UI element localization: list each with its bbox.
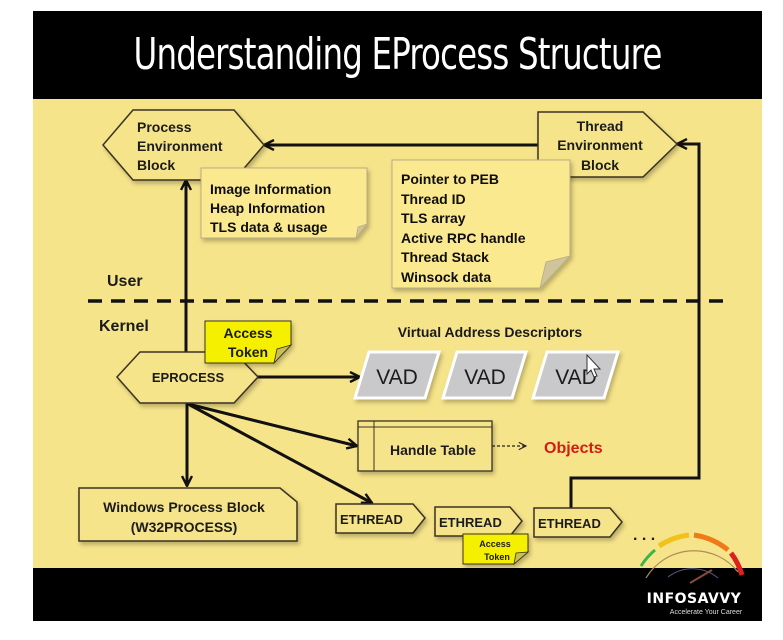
peb-label-line-3: Block [137, 157, 175, 173]
w32process-node: Windows Process Block (W32PROCESS) [78, 487, 298, 542]
title-bar: Understanding EProcess Structure [33, 11, 762, 99]
ethread-ellipsis: . . . [633, 527, 655, 544]
peb-note-line-1: Image Information [210, 181, 331, 197]
eprocess-access-token: Access Token [204, 320, 293, 365]
logo-tagline: Accelerate Your Career [670, 609, 743, 616]
ethread-access-token-line-2: Token [484, 552, 510, 562]
peb-label-line-2: Environment [137, 138, 223, 154]
objects-label: Objects [544, 440, 603, 457]
slide-title: Understanding EProcess Structure [133, 29, 663, 80]
logo-gauge-yellow [657, 532, 690, 549]
teb-label-line-3: Block [581, 157, 619, 173]
ethread-item: ETHREAD [335, 503, 426, 534]
teb-note-line-3: TLS array [401, 210, 466, 226]
teb-label-line-2: Environment [557, 137, 643, 153]
peb-note-line-3: TLS data & usage [210, 219, 328, 235]
teb-note-line-4: Active RPC handle [401, 230, 526, 246]
eprocess-node: EPROCESS [115, 351, 260, 404]
eprocess-access-token-line-2: Token [228, 344, 268, 360]
vad-item: VAD [530, 350, 621, 400]
teb-label-line-1: Thread [577, 118, 624, 134]
ethread-access-token-line-1: Access [479, 539, 511, 549]
peb-note-line-2: Heap Information [210, 200, 325, 216]
infosavvy-logo: INFOSAVVY Accelerate Your Career [639, 532, 745, 616]
w32process-label-line-2: (W32PROCESS) [131, 519, 238, 535]
logo-gauge-green [639, 548, 656, 567]
eprocess-to-ethread-arrow [189, 403, 372, 505]
connectors [88, 144, 725, 508]
handle-table-label: Handle Table [390, 442, 476, 458]
teb-note-line-5: Thread Stack [401, 249, 489, 265]
eprocess-label: EPROCESS [152, 370, 225, 385]
vad-list: VAD VAD VAD [352, 350, 621, 400]
vad-heading: Virtual Address Descriptors [398, 324, 583, 340]
ethread-label: ETHREAD [439, 515, 502, 530]
eprocess-access-token-line-1: Access [223, 325, 272, 341]
ethread-access-token: Access Token [462, 533, 530, 566]
ethread-list: ETHREAD ETHREAD ETHREAD [335, 503, 623, 538]
ethread-item: ETHREAD [533, 507, 623, 538]
mouse-cursor-icon [586, 353, 602, 378]
handle-table-node: Handle Table [357, 420, 493, 472]
peb-node: Process Environment Block [102, 109, 265, 181]
kernel-region-label: Kernel [99, 318, 149, 335]
vad-item-label: VAD [464, 366, 506, 389]
teb-info-note: Pointer to PEB Thread ID TLS array Activ… [391, 159, 572, 290]
peb-label-line-1: Process [137, 119, 192, 135]
ethread-to-teb-arrow [569, 144, 701, 508]
ethread-label: ETHREAD [538, 516, 601, 531]
user-region-label: User [107, 273, 143, 290]
vad-item: VAD [440, 350, 529, 400]
vad-item: VAD [352, 350, 442, 400]
logo-gauge-needle [689, 569, 713, 584]
vad-item-label: VAD [555, 366, 597, 389]
logo-gauge-red [728, 551, 745, 576]
peb-info-note: Image Information Heap Information TLS d… [200, 167, 369, 239]
eprocess-to-handle-table-arrow [187, 402, 357, 446]
ethread-item: ETHREAD [434, 506, 523, 537]
logo-gauge-orange [693, 532, 730, 552]
footer-bar [33, 568, 762, 621]
vad-item-label: VAD [376, 366, 418, 389]
logo-brand: INFOSAVVY [647, 591, 742, 607]
ethread-label: ETHREAD [340, 512, 403, 527]
teb-note-line-1: Pointer to PEB [401, 171, 499, 187]
teb-note-line-2: Thread ID [401, 191, 466, 207]
w32process-label-line-1: Windows Process Block [103, 499, 265, 515]
teb-note-line-6: Winsock data [401, 269, 491, 285]
